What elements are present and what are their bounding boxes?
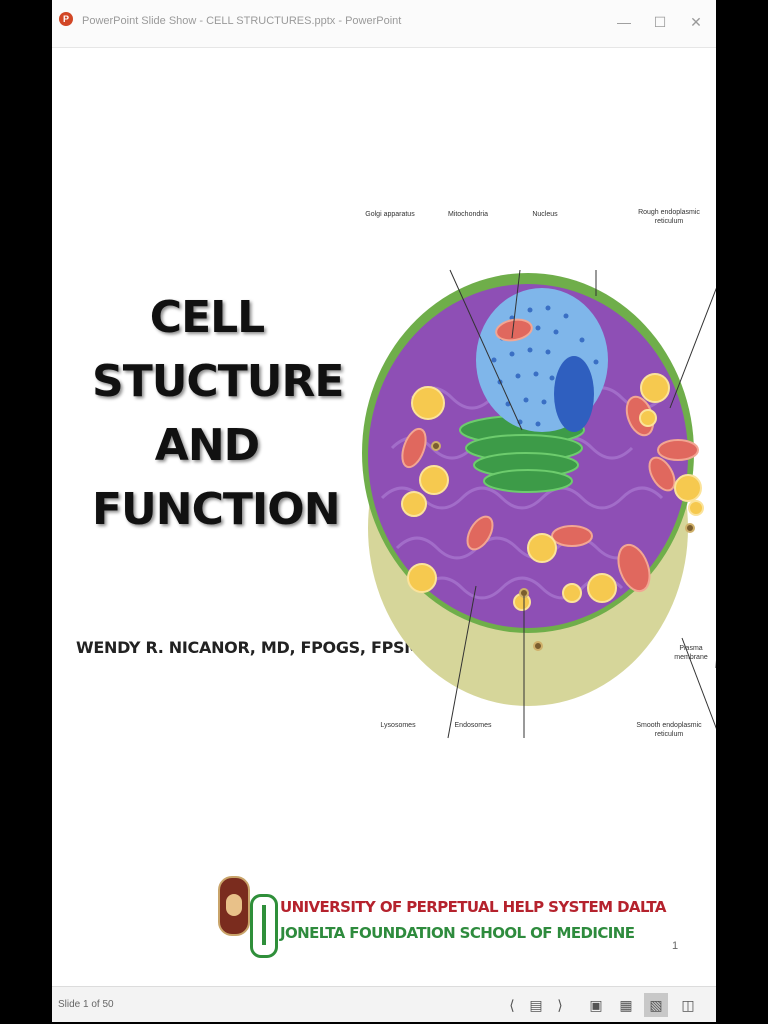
label-smooth-er-line2: reticulum [654,731,684,738]
label-lysosomes: Lysosomes [380,722,416,729]
label-rough-er-line1: Rough endoplasmic [638,209,700,216]
label-golgi: Golgi apparatus [365,211,415,218]
slide-title: CELL STUCTURE AND FUNCTION [92,286,344,542]
school-medicine-logo [250,894,278,958]
window-title: PowerPoint Slide Show - CELL STRUCTURES.… [82,15,402,27]
uphsd-seal-logo [218,876,250,936]
title-bar: P PowerPoint Slide Show - CELL STRUCTURE… [52,0,716,48]
label-plasma-line1: Plasma [679,645,703,652]
university-name: UNIVERSITY OF PERPETUAL HELP SYSTEM DALT… [280,898,667,916]
author-name: WENDY R. NICANOR, MD, FPOGS, FPSMFM [76,638,447,657]
label-plasma-membrane: Plasma membrane [668,644,714,662]
normal-view-icon[interactable]: ▣ [589,997,603,1013]
slide-canvas[interactable]: CELL STUCTURE AND FUNCTION WENDY R. NICA… [52,48,716,986]
powerpoint-window: P PowerPoint Slide Show - CELL STRUCTURE… [52,0,716,1022]
slide-title-line: STUCTURE [92,356,344,407]
slide-counter: Slide 1 of 50 [58,999,114,1010]
slide-menu-icon[interactable]: ▤ [529,997,543,1013]
slide-title-line: CELL [149,292,265,343]
slide-title-line: AND [154,420,260,471]
label-plasma-line2: membrane [674,654,708,661]
slide-sorter-icon[interactable]: ▦ [619,997,633,1013]
label-smooth-er: Smooth endoplasmic reticulum [626,721,712,739]
label-rough-er-line2: reticulum [654,218,684,225]
slide-page-number: 1 [672,940,679,952]
minimize-button[interactable]: — [617,14,631,30]
label-nucleus: Nucleus [532,211,558,218]
powerpoint-app-icon: P [59,12,73,26]
nucleus [476,288,608,432]
cell-diagram [362,269,716,739]
label-smooth-er-line1: Smooth endoplasmic [636,722,702,729]
chevron-left-icon[interactable]: ⟨ [509,997,515,1013]
slide-title-line: FUNCTION [92,484,341,535]
school-name: JONELTA FOUNDATION SCHOOL OF MEDICINE [280,924,635,942]
lysosomes [401,373,704,611]
label-endosomes: Endosomes [454,722,492,729]
close-button[interactable]: ✕ [690,14,702,30]
chevron-right-icon[interactable]: ⟩ [557,997,563,1013]
slideshow-icon[interactable]: ◫ [681,997,695,1013]
reading-view-icon[interactable]: ▧ [644,993,668,1017]
label-mitochondria: Mitochondria [447,211,489,218]
status-bar: Slide 1 of 50 ⟨ ▤ ⟩ ▣ ▦ ▧ ◫ [52,986,716,1022]
label-rough-er: Rough endoplasmic reticulum [626,208,712,226]
leader-lines [447,269,716,739]
endosomes [431,441,695,651]
maximize-button[interactable]: ☐ [653,14,667,30]
